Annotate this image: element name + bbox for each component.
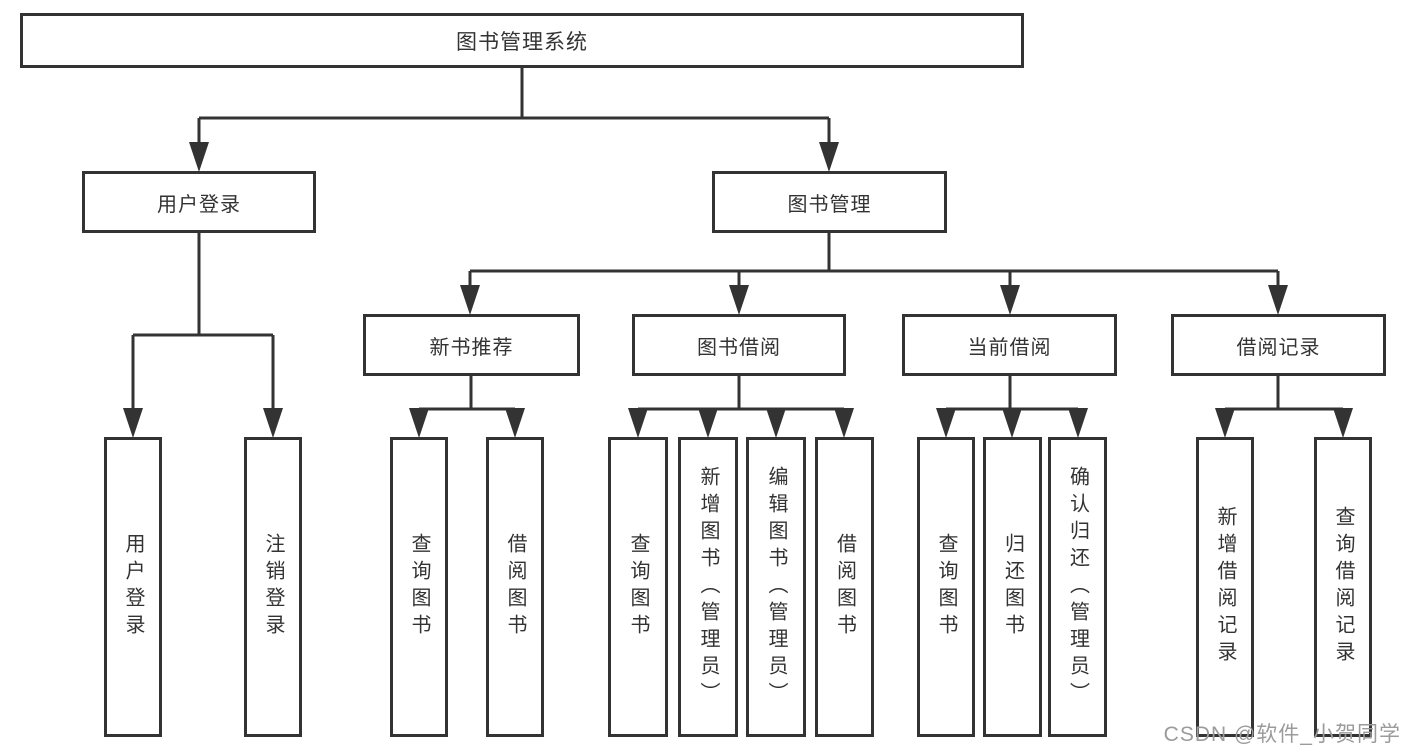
node-book-management: 图书管理 <box>712 171 947 233</box>
node-label: 编辑图书（管理员） <box>765 465 787 709</box>
node-label: 查询图书 <box>627 533 649 641</box>
watermark: CSDN @软件_小贺同学 <box>1163 723 1401 746</box>
node-label: 查询图书 <box>408 533 430 641</box>
node-label: 归还图书 <box>1001 533 1024 641</box>
node-label: 新书推荐 <box>429 336 514 359</box>
node-label: 查询借阅记录 <box>1332 506 1354 668</box>
leaf-user-login: 用户登录 <box>104 437 162 737</box>
leaf-query-books-current: 查询图书 <box>917 437 975 737</box>
leaf-logout: 注销登录 <box>244 437 302 737</box>
node-current-borrowing: 当前借阅 <box>902 314 1117 376</box>
node-label: 确认归还（管理员） <box>1066 465 1089 709</box>
node-borrowing-records: 借阅记录 <box>1171 314 1386 376</box>
node-label: 注销登录 <box>262 533 284 641</box>
node-label: 新增借阅记录 <box>1214 506 1236 668</box>
leaf-add-borrow-record: 新增借阅记录 <box>1196 437 1254 737</box>
leaf-confirm-return-admin: 确认归还（管理员） <box>1048 437 1107 737</box>
leaf-return-books: 归还图书 <box>983 437 1042 737</box>
node-label: 用户登录 <box>157 193 241 216</box>
node-label: 用户登录 <box>122 533 144 641</box>
leaf-borrow-books-recommend: 借阅图书 <box>486 437 544 737</box>
leaf-query-books-borrowing: 查询图书 <box>608 437 668 737</box>
node-label: 图书管理系统 <box>456 30 588 54</box>
node-label: 当前借阅 <box>967 336 1052 359</box>
node-label: 借阅图书 <box>833 533 856 641</box>
leaf-borrow-books: 借阅图书 <box>815 437 874 737</box>
leaf-add-books-admin: 新增图书（管理员） <box>678 437 738 737</box>
arrowheads <box>123 142 1353 438</box>
leaf-query-borrow-record: 查询借阅记录 <box>1314 437 1372 737</box>
node-new-book-recommendation: 新书推荐 <box>363 314 580 376</box>
node-library-management-system: 图书管理系统 <box>20 13 1024 68</box>
leaf-query-books-recommend: 查询图书 <box>390 437 448 737</box>
node-label: 借阅图书 <box>504 533 526 641</box>
node-label: 图书管理 <box>787 193 872 216</box>
leaf-edit-books-admin: 编辑图书（管理员） <box>746 437 806 737</box>
node-label: 图书借阅 <box>697 336 781 359</box>
node-label: 借阅记录 <box>1236 336 1321 359</box>
node-user-login: 用户登录 <box>82 171 316 233</box>
node-book-borrowing: 图书借阅 <box>632 314 846 376</box>
node-label: 查询图书 <box>935 533 957 641</box>
node-label: 新增图书（管理员） <box>697 465 719 709</box>
